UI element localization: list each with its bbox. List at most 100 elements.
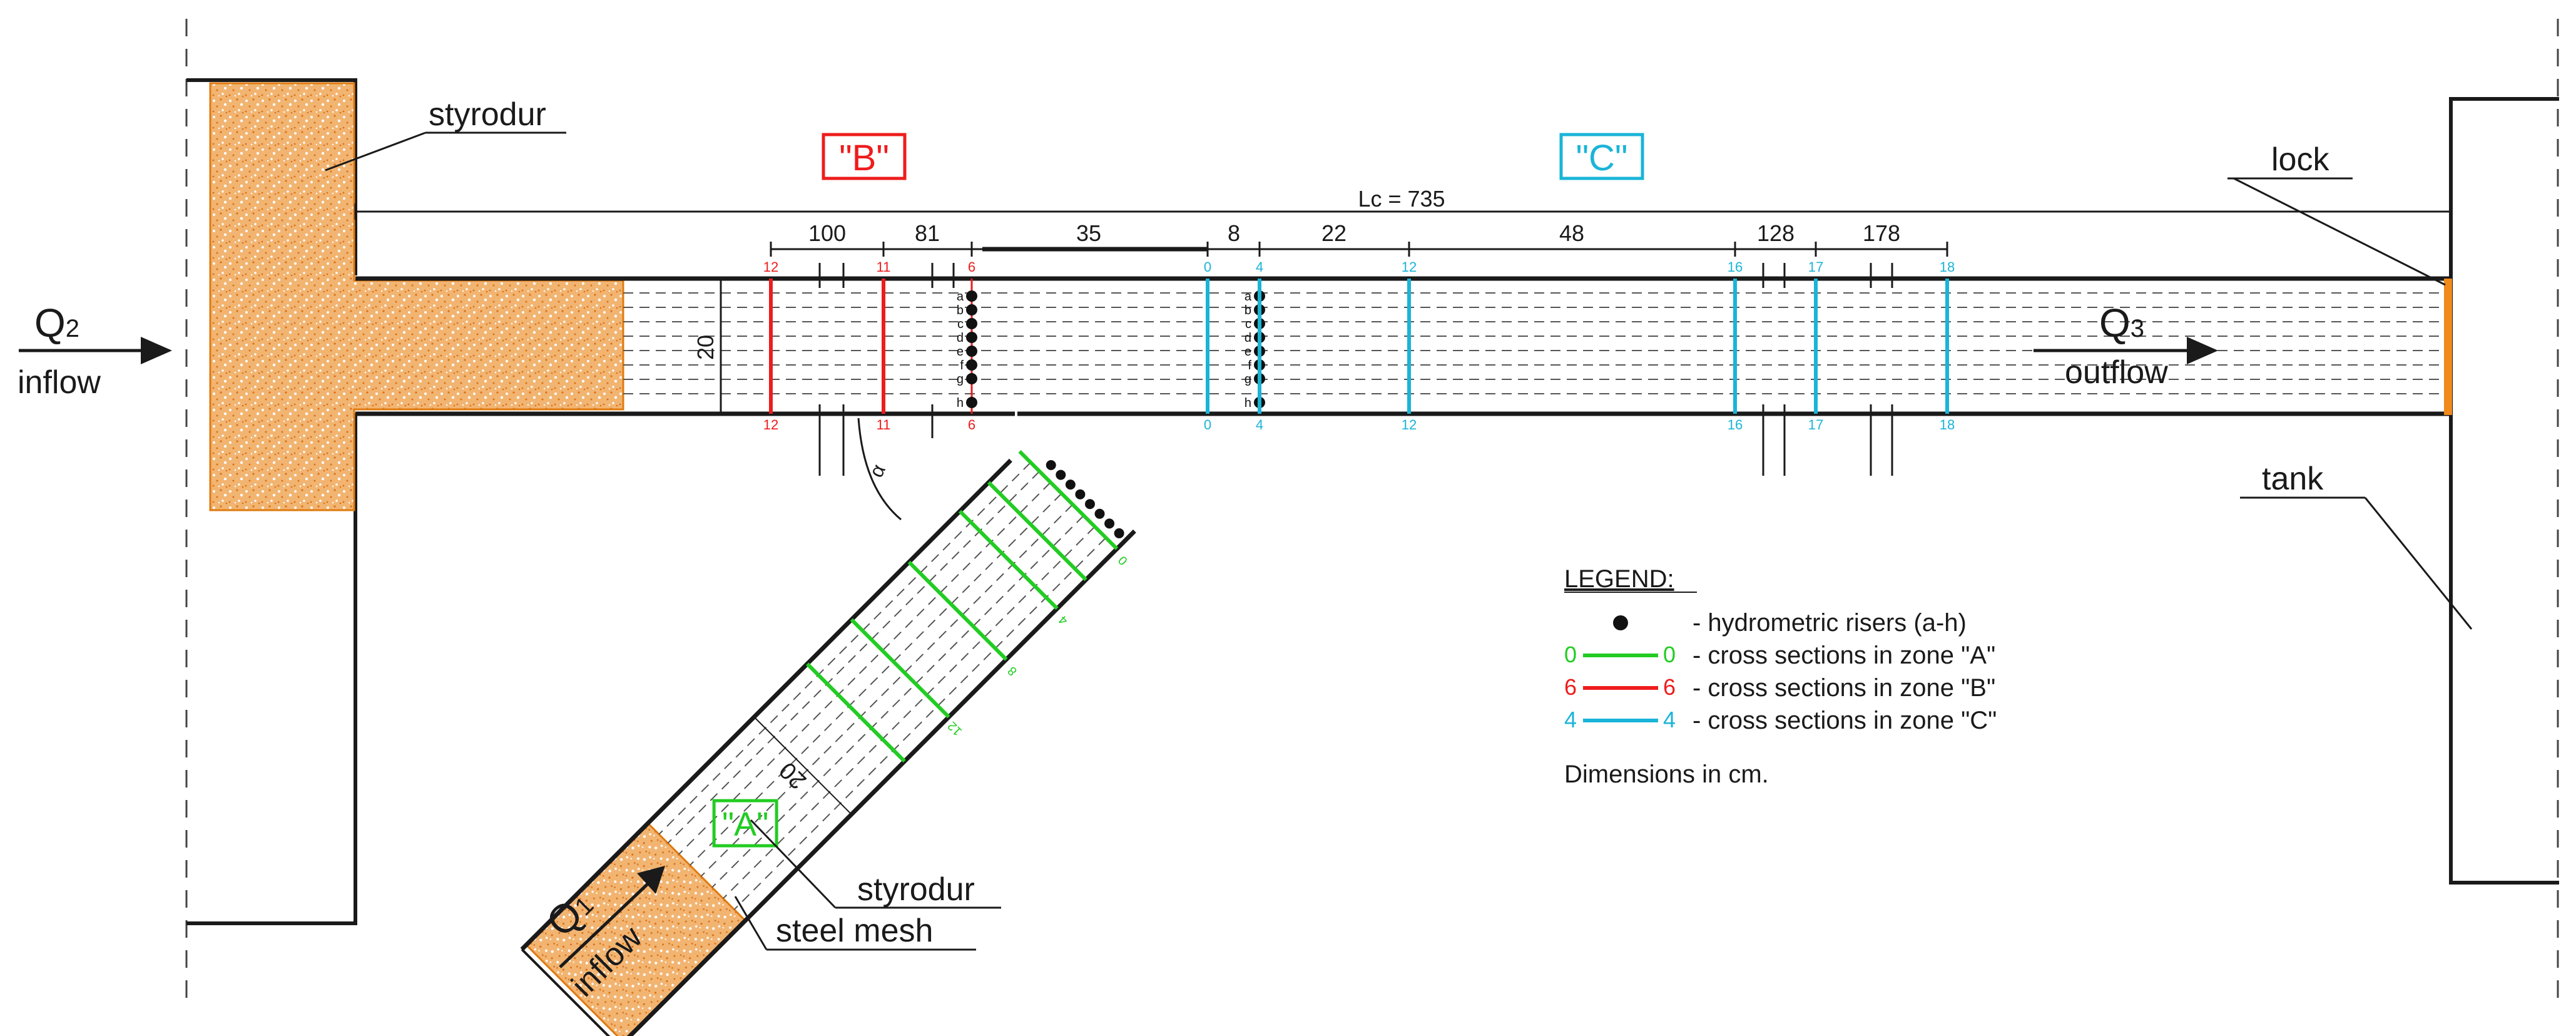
break-marks bbox=[818, 263, 1893, 476]
legend-zone-c-text: - cross sections in zone "C" bbox=[1693, 707, 1997, 734]
svg-text:12: 12 bbox=[1402, 417, 1417, 433]
lock-leader bbox=[2233, 177, 2446, 286]
zone-a-section-line bbox=[850, 618, 950, 719]
svg-text:d: d bbox=[957, 331, 964, 345]
zone-a-section-number: 8 bbox=[1005, 664, 1020, 678]
zone-b-cross-sections bbox=[769, 279, 885, 414]
svg-text:c: c bbox=[1245, 317, 1251, 331]
svg-text:e: e bbox=[1245, 345, 1251, 359]
svg-text:c: c bbox=[957, 317, 964, 331]
legend-zone-a-num-left: 0 bbox=[1564, 642, 1577, 667]
svg-text:b: b bbox=[957, 304, 964, 317]
branch-width-dimension bbox=[753, 716, 852, 815]
styrodur-bottom-label: styrodur bbox=[857, 871, 975, 908]
junction-angle-arc bbox=[857, 418, 902, 521]
zone-a-label-text: "A" bbox=[722, 806, 768, 843]
steel-mesh-label: steel mesh bbox=[776, 913, 933, 949]
svg-text:h: h bbox=[957, 396, 964, 410]
svg-text:16: 16 bbox=[1728, 417, 1743, 433]
branch-wall-right bbox=[520, 458, 1012, 951]
main-channel-flow-lines bbox=[623, 292, 2446, 394]
branch-wall-left bbox=[618, 529, 1136, 1036]
legend-zone-b-num-right: 6 bbox=[1663, 674, 1676, 700]
svg-text:12: 12 bbox=[763, 259, 778, 275]
legend-units-note: Dimensions in cm. bbox=[1564, 761, 1769, 788]
q3-outflow-label: outflow bbox=[2065, 354, 2168, 391]
riser-letters-1: a b c d e f g h bbox=[957, 290, 964, 410]
svg-text:f: f bbox=[960, 359, 964, 372]
svg-text:d: d bbox=[1245, 331, 1251, 345]
zone-a-section-line bbox=[907, 560, 1008, 661]
legend-risers-text: - hydrometric risers (a-h) bbox=[1693, 609, 1967, 637]
zone-b-label: "B" bbox=[839, 138, 889, 178]
q3-label: Q3 bbox=[2099, 300, 2144, 346]
lock-gate bbox=[2444, 279, 2452, 415]
svg-text:b: b bbox=[1245, 304, 1251, 317]
svg-text:g: g bbox=[1245, 372, 1251, 386]
riser-column-1 bbox=[966, 290, 977, 408]
q1-flow-arrow bbox=[559, 874, 658, 968]
svg-text:4: 4 bbox=[1256, 259, 1263, 275]
svg-text:17: 17 bbox=[1808, 417, 1823, 433]
branch-channel: 0 4 8 12 20 "A" bbox=[520, 449, 1136, 1036]
dim-81: 81 bbox=[915, 220, 940, 246]
svg-text:17: 17 bbox=[1808, 259, 1823, 275]
svg-text:11: 11 bbox=[877, 417, 891, 433]
svg-text:4: 4 bbox=[1256, 417, 1263, 433]
svg-text:g: g bbox=[957, 372, 964, 386]
legend-riser-marker bbox=[1613, 615, 1628, 630]
branch-wall-end bbox=[521, 948, 621, 1036]
segment-dimension-values: 100 81 35 8 22 48 128 178 bbox=[808, 220, 1900, 246]
main-width-value: 20 bbox=[693, 335, 718, 360]
zone-a-section-line bbox=[806, 662, 906, 763]
lc-dimension-label: Lc = 735 bbox=[1358, 186, 1445, 212]
junction-angle-label: α bbox=[865, 461, 890, 481]
dim-35: 35 bbox=[1076, 220, 1101, 246]
zone-a-section-line bbox=[958, 510, 1059, 610]
branch-riser-points bbox=[1046, 460, 1124, 538]
dim-48: 48 bbox=[1559, 220, 1584, 246]
q3-arrow-head bbox=[2187, 337, 2218, 364]
branch-flow-lines bbox=[658, 462, 1107, 910]
zone-b-section-numbers: 12 12 11 11 6 6 bbox=[763, 259, 975, 433]
branch-width-value: 20 bbox=[775, 757, 812, 794]
zone-a-section-number: 0 bbox=[1116, 553, 1130, 567]
zone-c-label: "C" bbox=[1576, 138, 1627, 178]
svg-text:11: 11 bbox=[877, 259, 891, 275]
svg-text:16: 16 bbox=[1728, 259, 1743, 275]
legend-zone-c-num-left: 4 bbox=[1564, 707, 1577, 732]
svg-text:a: a bbox=[957, 290, 964, 304]
zone-a-section-number: 4 bbox=[1056, 613, 1071, 627]
dim-178: 178 bbox=[1863, 220, 1900, 246]
zone-a-section-line bbox=[987, 481, 1087, 582]
svg-text:12: 12 bbox=[763, 417, 778, 433]
styrodur-top-label: styrodur bbox=[429, 96, 546, 133]
legend-zone-b-text: - cross sections in zone "B" bbox=[1693, 674, 1995, 702]
zone-a-section-line bbox=[1018, 449, 1119, 550]
svg-text:h: h bbox=[1245, 396, 1251, 410]
svg-text:f: f bbox=[1248, 359, 1251, 372]
svg-text:e: e bbox=[957, 345, 964, 359]
tank-outline bbox=[2449, 97, 2559, 885]
steel-mesh-leader bbox=[734, 896, 768, 950]
svg-text:18: 18 bbox=[1940, 259, 1955, 275]
svg-text:6: 6 bbox=[968, 417, 975, 433]
zone-a-cross-sections bbox=[806, 449, 1119, 763]
segment-dimension-ticks bbox=[770, 242, 1948, 257]
zone-a-section-numbers: 0 4 8 12 bbox=[945, 553, 1131, 738]
svg-text:6: 6 bbox=[968, 259, 975, 275]
svg-text:12: 12 bbox=[1402, 259, 1417, 275]
dim-8: 8 bbox=[1228, 220, 1240, 246]
q2-inflow-label: inflow bbox=[18, 364, 101, 401]
svg-text:18: 18 bbox=[1940, 417, 1955, 433]
legend-zone-a-text: - cross sections in zone "A" bbox=[1693, 642, 1995, 669]
q2-label: Q2 bbox=[34, 300, 79, 346]
legend: LEGEND: - hydrometric risers (a-h) 0 0 -… bbox=[1564, 565, 1997, 788]
riser-letters-2: a b c d e f g h bbox=[1245, 290, 1252, 410]
q1-arrow-head bbox=[637, 866, 665, 894]
dim-22: 22 bbox=[1321, 220, 1347, 246]
styrodur-top-leader bbox=[325, 131, 426, 172]
zone-a-label: "A" bbox=[712, 799, 778, 848]
svg-text:0: 0 bbox=[1204, 259, 1211, 275]
